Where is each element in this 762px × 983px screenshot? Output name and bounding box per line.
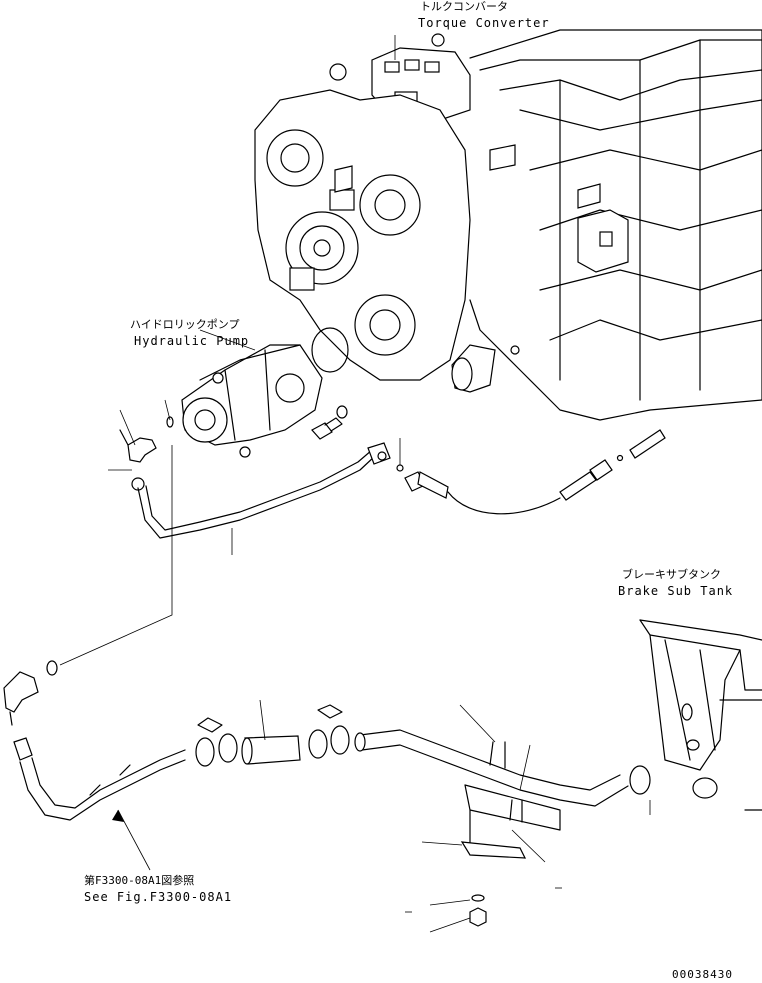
- hydraulic-pump-label: Hydraulic Pump: [134, 334, 250, 348]
- torque-converter-assembly: [254, 29, 762, 421]
- brake-sub-tank-label-jp: ブレーキサブタンク: [622, 568, 721, 581]
- lower-pipe: [13, 737, 186, 821]
- see-figure-label-jp: 第F3300-08A1図参照: [84, 874, 195, 887]
- drawing-number: 00038430: [672, 968, 733, 981]
- hose-clamp-left: [195, 717, 238, 767]
- o-ring: [311, 327, 349, 373]
- upper-pipe: [137, 442, 404, 539]
- hydraulic-pump-label-jp: ハイドロリックポンプ: [130, 318, 240, 331]
- long-pipe: [354, 729, 629, 807]
- elbow-fitting-upper: [119, 429, 157, 491]
- leader-lines: [59, 35, 651, 933]
- mounting-bolt: [166, 405, 348, 440]
- pipe-bracket: [460, 741, 561, 927]
- hydraulic-pump: [181, 344, 323, 458]
- short-hose: [241, 735, 301, 765]
- hose-clamp-right: [308, 704, 350, 759]
- see-figure-label: See Fig.F3300-08A1: [84, 890, 233, 904]
- torque-converter-label: Torque Converter: [418, 16, 550, 30]
- brake-sub-tank-label: Brake Sub Tank: [618, 584, 734, 598]
- torque-converter-label-jp: トルクコンバータ: [420, 0, 508, 13]
- elbow-fitting-lower: [3, 660, 58, 726]
- flexible-hose: [404, 429, 666, 515]
- brake-sub-tank: [629, 619, 762, 811]
